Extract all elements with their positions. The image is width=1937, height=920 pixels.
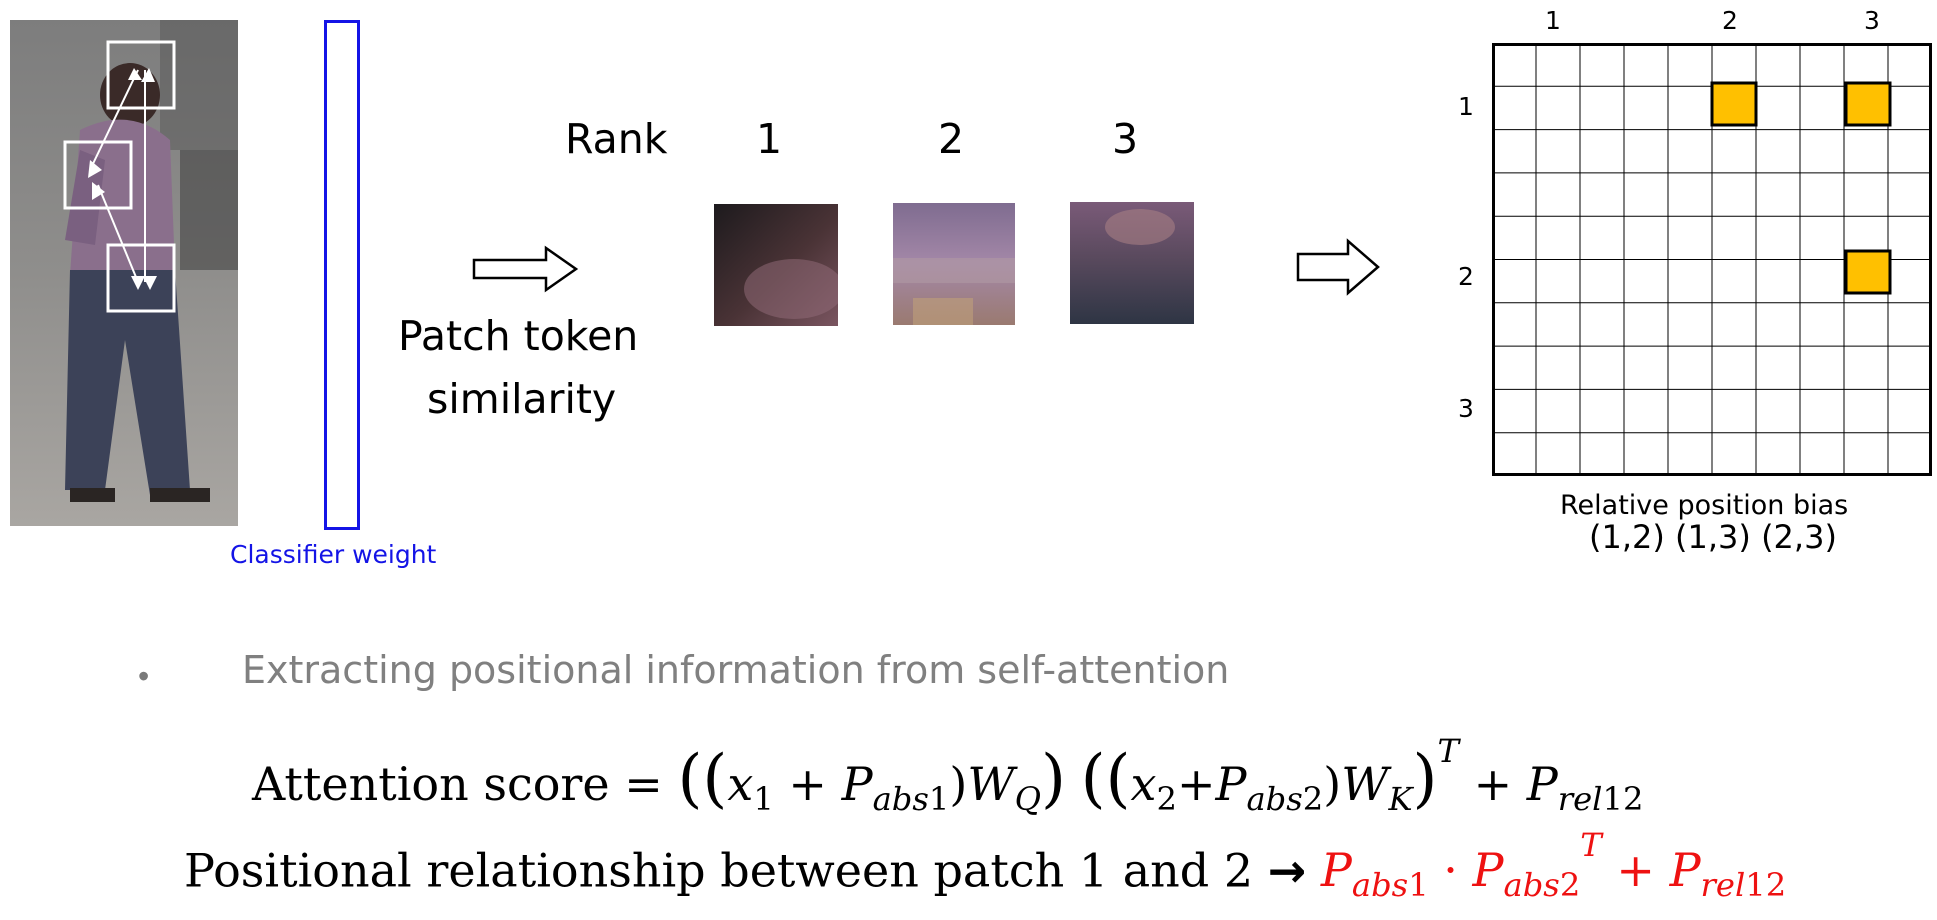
person-image bbox=[10, 20, 238, 526]
ranked-patch-2 bbox=[893, 203, 1015, 325]
rank-number-2: 2 bbox=[938, 115, 965, 163]
classifier-weight-label: Classifier weight bbox=[230, 540, 437, 569]
positional-relationship-formula: Positional relationship between patch 1 … bbox=[184, 826, 1787, 905]
grid-top-label-3: 3 bbox=[1864, 6, 1880, 35]
grid-border bbox=[1492, 43, 1932, 476]
ranked-patch-1 bbox=[714, 204, 838, 326]
hollow-right-arrow-icon bbox=[1296, 238, 1380, 296]
highlight-cell-1-3 bbox=[1844, 81, 1892, 127]
ranked-patch-3 bbox=[1070, 202, 1194, 324]
grid-left-label-2: 2 bbox=[1458, 262, 1474, 291]
attention-score-formula: Attention score = ((x1 + Pabs1)WQ) ((x2+… bbox=[252, 731, 1644, 819]
similarity-label-line2: similarity bbox=[427, 375, 617, 423]
rank-number-3: 3 bbox=[1112, 115, 1139, 163]
classifier-weight-bar bbox=[324, 20, 360, 530]
hollow-right-arrow-icon bbox=[472, 245, 579, 293]
relative-position-bias-grid bbox=[1492, 43, 1932, 476]
formula-line2-prefix: Positional relationship between patch 1 … bbox=[184, 843, 1254, 898]
grid-top-label-2: 2 bbox=[1722, 6, 1738, 35]
rank-number-1: 1 bbox=[756, 115, 783, 163]
grid-left-label-3: 3 bbox=[1458, 394, 1474, 423]
formula-line1-expression: ((x1 + Pabs1)WQ) ((x2+Pabs2)WK)T + Prel1… bbox=[677, 731, 1644, 819]
bullet-symbol: • bbox=[138, 658, 150, 694]
grid-caption-line2: (1,2) (1,3) (2,3) bbox=[1589, 518, 1837, 556]
highlight-cell-2-3 bbox=[1844, 249, 1892, 295]
grid-caption-line1: Relative position bias bbox=[1560, 490, 1849, 521]
similarity-label-line1: Patch token bbox=[398, 312, 639, 360]
grid-top-label-1: 1 bbox=[1545, 6, 1561, 35]
rank-label: Rank bbox=[565, 115, 668, 163]
highlight-cell-1-2 bbox=[1710, 81, 1758, 127]
right-arrow-icon: → bbox=[1267, 843, 1307, 898]
formula-line1-prefix: Attention score = bbox=[252, 757, 663, 811]
bullet-text: Extracting positional information from s… bbox=[242, 648, 1230, 692]
formula-line2-expression: Pabs1 · Pabs2T + Prel12 bbox=[1320, 826, 1787, 905]
grid-left-label-1: 1 bbox=[1458, 92, 1474, 121]
person-image-svg bbox=[10, 20, 238, 526]
